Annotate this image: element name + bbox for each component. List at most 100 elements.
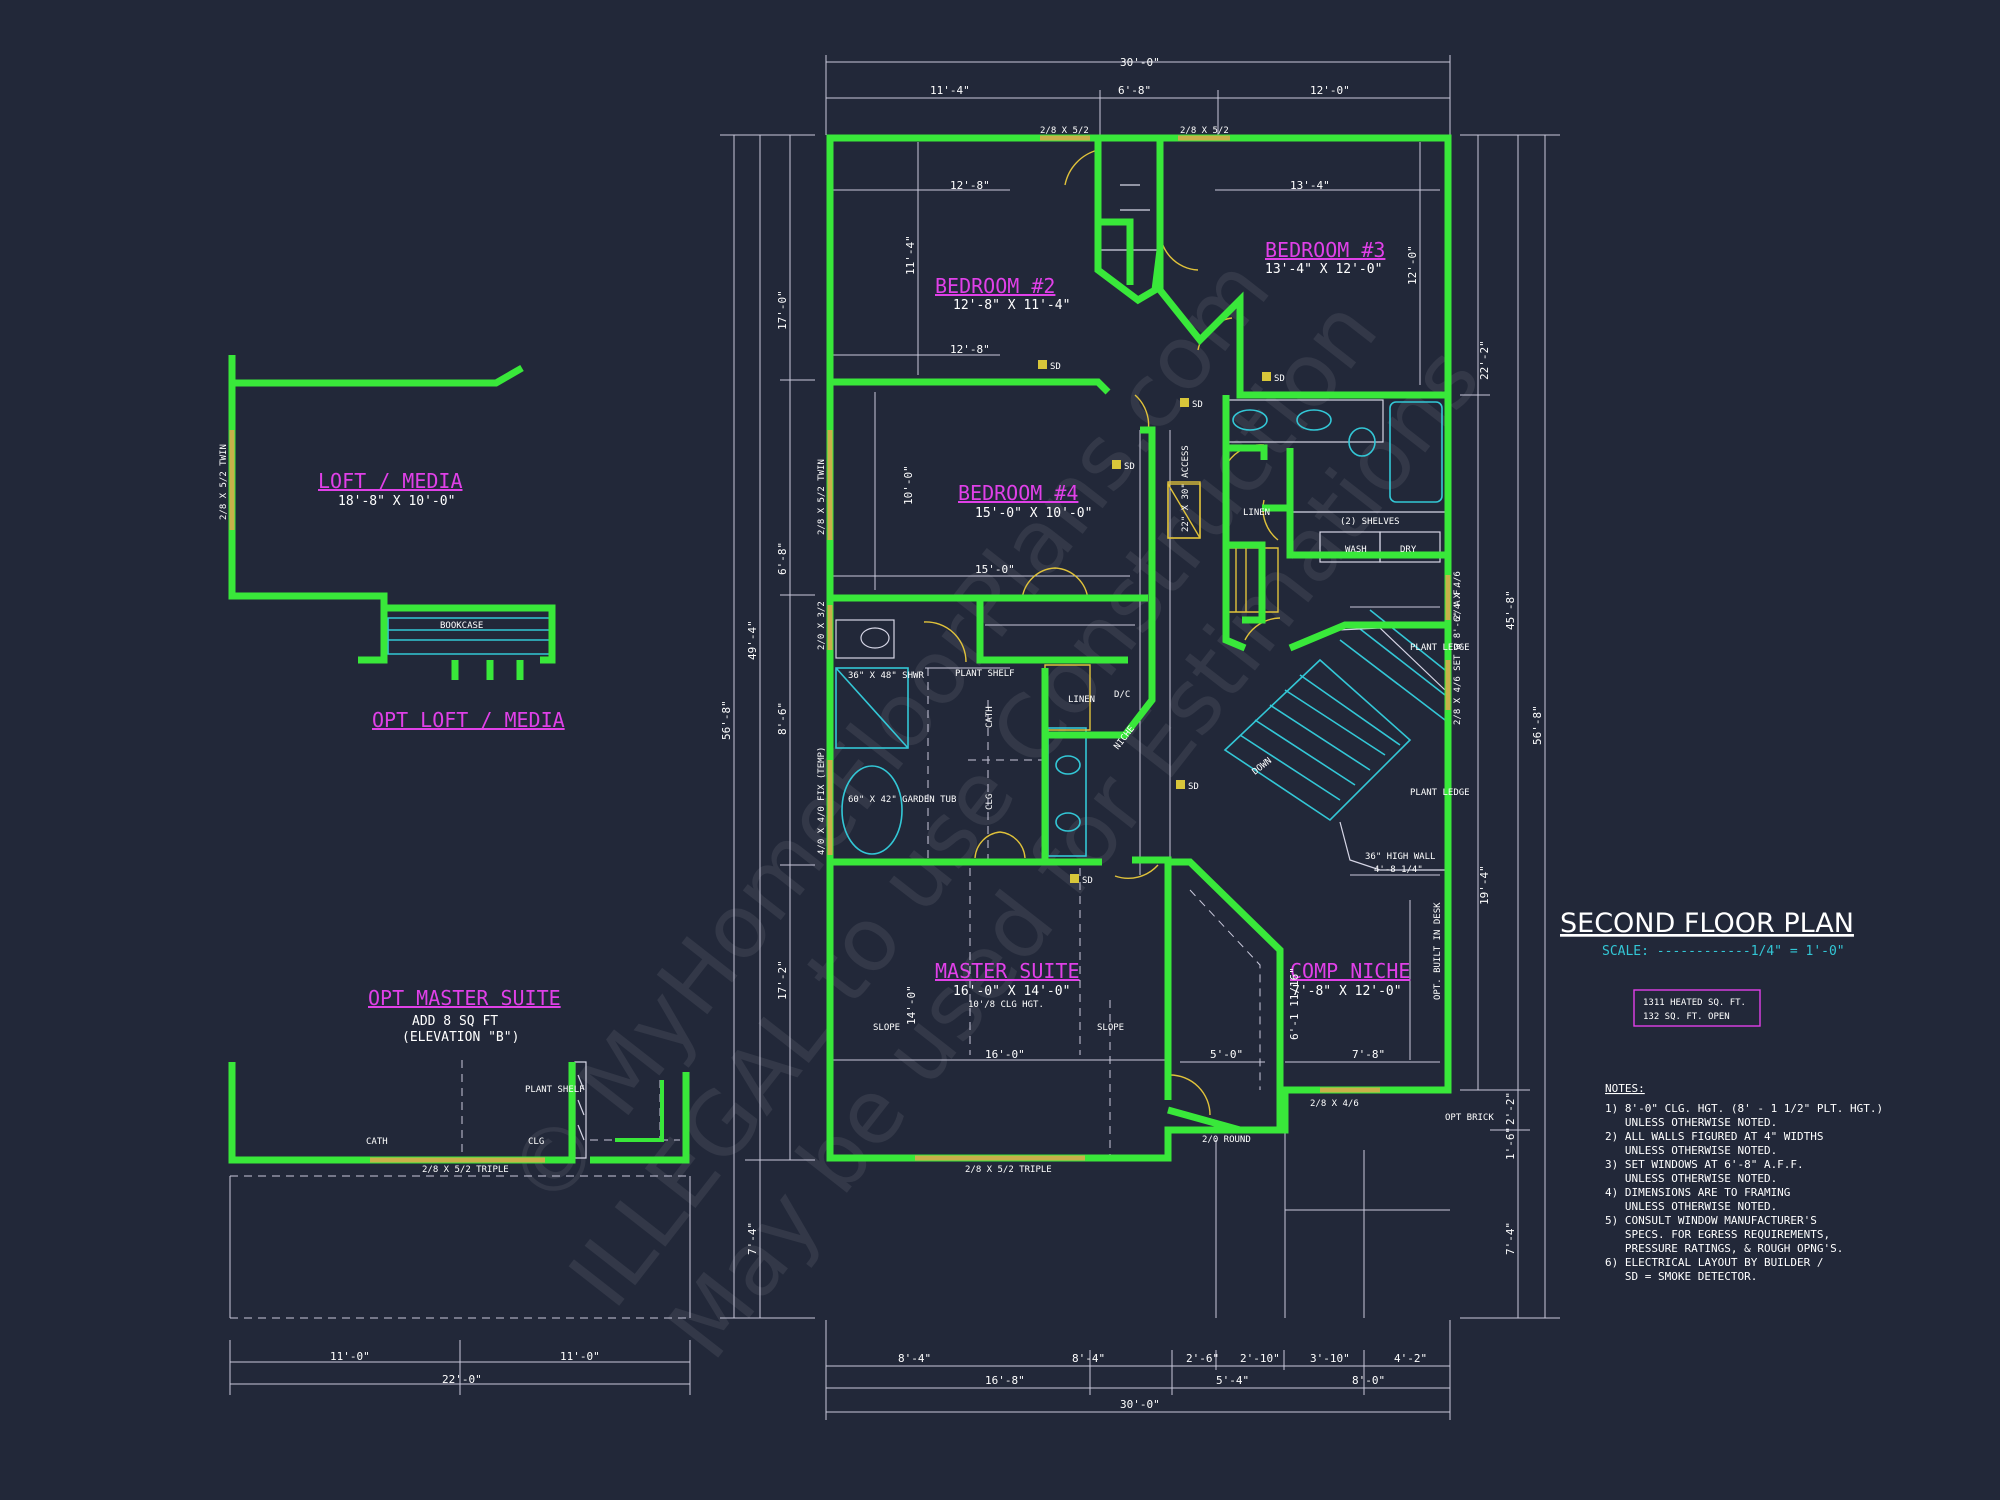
window-stair2-label: 2/8 X 4/6 SET @ 8'-6" A.F. [1453,584,1463,725]
smoke-detectors: SD SD SD SD SD SD [1038,360,1285,886]
sd-label-4: SD [1192,400,1203,410]
dim-opt-a: 11'-0" [330,1350,370,1363]
dim-m-h: 14'-0" [905,985,918,1025]
room-loft-name: LOFT / MEDIA [318,469,463,493]
room-opt-master-line1: ADD 8 SQ FT [412,1014,498,1029]
dim-bot-2: 8'-4" [1072,1352,1105,1365]
dic-label: D/C [1114,690,1130,700]
dim-c-h: 6'-1 11/16" [1288,967,1301,1040]
dim-c-w: 7'-8" [1352,1048,1385,1061]
dim-left-total: 56'-8" [720,700,733,740]
dim-left-3: 8'-6" [776,702,789,735]
dim-left-a: 49'-4" [746,620,759,660]
sd-label-2: SD [1274,374,1285,384]
window-loft-label: 2/8 X 5/2 TWIN [219,444,229,520]
bookcase-label: BOOKCASE [440,621,483,631]
room-loft-size: 18'-8" X 10'-0" [338,494,455,509]
note-line: 1) 8'-0" CLG. HGT. (8' - 1 1/2" PLT. HGT… [1605,1102,1883,1115]
room-opt-master-line2: (ELEVATION "B") [402,1030,519,1045]
dim-right-1: 22'-2" [1478,340,1491,380]
dim-bot-total: 30'-0" [1120,1398,1160,1411]
dry-label: DRY [1400,545,1417,555]
room-master-size: 16'-0" X 14'-0" [953,984,1070,999]
dim-m-w: 16'-0" [985,1048,1025,1061]
note-line: UNLESS OTHERWISE NOTED. [1605,1144,1777,1157]
note-line: 6) ELECTRICAL LAYOUT BY BUILDER / [1605,1256,1824,1269]
note-line: UNLESS OTHERWISE NOTED. [1605,1172,1777,1185]
window-tub-label: 4/0 X 4/0 FIX (TEMP) [817,747,827,855]
opt-brick-label: OPT BRICK [1445,1113,1494,1123]
note-line: 2) ALL WALLS FIGURED AT 4" WIDTHS [1605,1130,1824,1143]
dim-right-total: 56'-8" [1531,705,1544,745]
dim-b4-h: 10'-0" [902,465,915,505]
plant-shelf-opt-label: PLANT SHELF [525,1085,585,1095]
dim-bot-1: 8'-4" [898,1352,931,1365]
room-opt-loft-name: OPT LOFT / MEDIA [372,708,565,732]
room-bedroom2-name: BEDROOM #2 [935,274,1055,298]
dim-right-3: 2'-2" [1504,1092,1517,1125]
window-top-left-label: 2/8 X 5/2 [1040,126,1089,136]
dim-b4-w: 15'-0" [975,563,1015,576]
attic-label: 22" X 30" ACCESS [1181,445,1191,532]
cath-opt-label: CATH [366,1137,388,1147]
window-stair-label: 2/4 X 4/6 [1453,571,1463,620]
dim-opt-total: 22'-0" [442,1373,482,1386]
dim-b3-h: 12'-0" [1406,245,1419,285]
notes: NOTES: 1) 8'-0" CLG. HGT. (8' - 1 1/2" P… [1605,1082,1883,1283]
sd-label-6: SD [1082,876,1093,886]
clg-opt-label: CLG [528,1137,544,1147]
door-swings [923,149,1281,1116]
room-comp-name: COMP NICHE [1290,959,1410,983]
wash-label: WASH [1345,545,1367,555]
linen2-label: LINEN [1068,695,1095,705]
window-opt-master-label: 2/8 X 5/2 TRIPLE [422,1165,509,1175]
dim-bot-c: 8'-0" [1352,1374,1385,1387]
room-labels: BEDROOM #2 12'-8" X 11'-4" BEDROOM #3 13… [318,238,1410,1045]
dim-left-2: 6'-8" [776,542,789,575]
bottom-dimensions: 8'-4" 8'-4" 2'-6" 2'-10" 3'-10" 4'-2" 16… [825,1320,1451,1420]
room-bedroom3-size: 13'-4" X 12'-0" [1265,262,1382,277]
dim-top-c: 12'-0" [1310,84,1350,97]
area-heated: 1311 HEATED SQ. FT. [1643,998,1746,1008]
cath-label: CATH [985,706,995,728]
right-dimensions: 22'-2" 19'-4" 45'-8" 56'-8" 2'-2" 1'-6" … [1460,134,1560,1319]
notes-heading: NOTES: [1605,1082,1645,1095]
clg-label: CLG [985,794,995,810]
note-line: 4) DIMENSIONS ARE TO FRAMING [1605,1186,1790,1199]
plan-title: SECOND FLOOR PLAN [1560,908,1854,939]
note-line: PRESSURE RATINGS, & ROUGH OPNG'S. [1605,1242,1843,1255]
dim-bot-b: 5'-4" [1216,1374,1249,1387]
note-line: 3) SET WINDOWS AT 6'-8" A.F.F. [1605,1158,1804,1171]
dim-top-a: 11'-4" [930,84,970,97]
built-in-desk-label: OPT. BUILT IN DESK [1433,902,1443,1000]
dim-opt-b: 11'-0" [560,1350,600,1363]
dim-right-4: 1'-6" [1504,1127,1517,1160]
dim-b2-w: 12'-8" [950,179,990,192]
round-window-label: 2/0 ROUND [1202,1135,1251,1145]
left-dimensions: 56'-8" 49'-4" 7'-4" 17'-0" 6'-8" 8'-6" 1… [720,134,815,1319]
room-comp-size: 7'-8" X 12'-0" [1292,984,1402,999]
shelves-label: (2) SHELVES [1340,517,1400,527]
note-line: SPECS. FOR EGRESS REQUIREMENTS, [1605,1228,1830,1241]
sd-label-5: SD [1188,782,1199,792]
window-master-label: 2/8 X 5/2 TRIPLE [965,1165,1052,1175]
sd-label-3: SD [1124,462,1135,472]
room-master-name: MASTER SUITE [935,959,1080,983]
room-bedroom4-name: BEDROOM #4 [958,481,1078,505]
window-bath-label: 2/0 X 3/2 [817,601,827,650]
dim-bot-4: 2'-10" [1240,1352,1280,1365]
dim-right-2: 19'-4" [1478,865,1491,905]
tub-label: 60" X 42" GARDEN TUB [848,795,956,805]
dim-left-b: 7'-4" [746,1222,759,1255]
room-master-note: 10'/8 CLG HGT. [968,1000,1044,1010]
note-line: SD = SMOKE DETECTOR. [1605,1270,1757,1283]
dim-top-b: 6'-8" [1118,84,1151,97]
slope-right-label: SLOPE [1097,1023,1124,1033]
dim-b2-w2: 12'-8" [950,343,990,356]
top-dimensions: 30'-0" 11'-4" 6'-8" 12'-0" 2/8 X 5/2 2/8… [825,55,1451,136]
dim-right-5: 7'-4" [1504,1222,1517,1255]
room-opt-master-name: OPT MASTER SUITE [368,986,561,1010]
dim-left-1: 17'-0" [776,290,789,330]
note-line: UNLESS OTHERWISE NOTED. [1605,1116,1777,1129]
